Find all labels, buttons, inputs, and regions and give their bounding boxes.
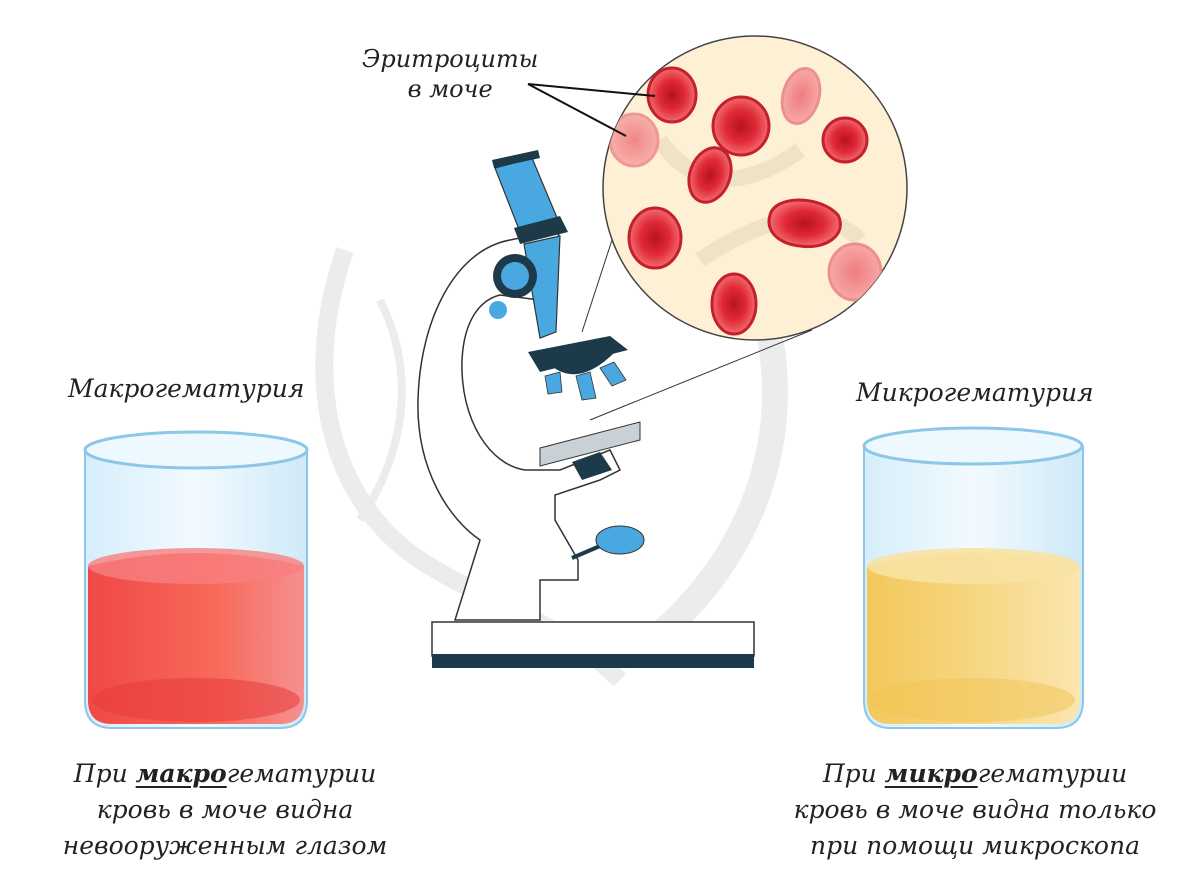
erythrocyte xyxy=(827,242,883,302)
callout-line2: в моче xyxy=(407,75,493,103)
callout-line1: Эритроциты xyxy=(362,45,539,73)
erythrocyte xyxy=(711,95,771,157)
left-caption-line1: При макрогематурии xyxy=(73,759,377,788)
erythrocyte xyxy=(627,206,683,270)
left-caption: При макрогематурии кровь в моче видна не… xyxy=(50,756,400,864)
beaker-macrohematuria xyxy=(83,430,309,729)
zoom-rays xyxy=(581,239,813,421)
erythrocyte xyxy=(821,116,869,164)
right-caption: При микрогематурии кровь в моче видна то… xyxy=(770,756,1180,864)
erythrocyte xyxy=(608,112,660,168)
left-caption-line3: невооруженным глазом xyxy=(62,831,388,860)
microscope xyxy=(417,150,755,668)
erythrocyte xyxy=(646,66,698,124)
erythrocyte xyxy=(710,272,758,336)
beaker-microhematuria xyxy=(862,426,1084,729)
left-title: Макрогематурия xyxy=(68,374,305,403)
emphasis-micro: микро xyxy=(884,759,978,788)
left-caption-line2: кровь в моче видна xyxy=(96,795,354,824)
magnified-urine-sample xyxy=(527,35,908,341)
erythrocyte xyxy=(687,146,733,204)
callout-label: Эритроциты в моче xyxy=(362,44,538,104)
emphasis-macro: макро xyxy=(135,759,227,788)
erythrocyte xyxy=(780,67,822,125)
right-title: Микрогематурия xyxy=(856,378,1094,407)
right-caption-line2: кровь в моче видна только xyxy=(793,795,1157,824)
right-caption-line3: при помощи микроскопа xyxy=(810,831,1140,860)
right-caption-line1: При микрогематурии xyxy=(822,759,1128,788)
erythrocyte xyxy=(767,198,842,249)
